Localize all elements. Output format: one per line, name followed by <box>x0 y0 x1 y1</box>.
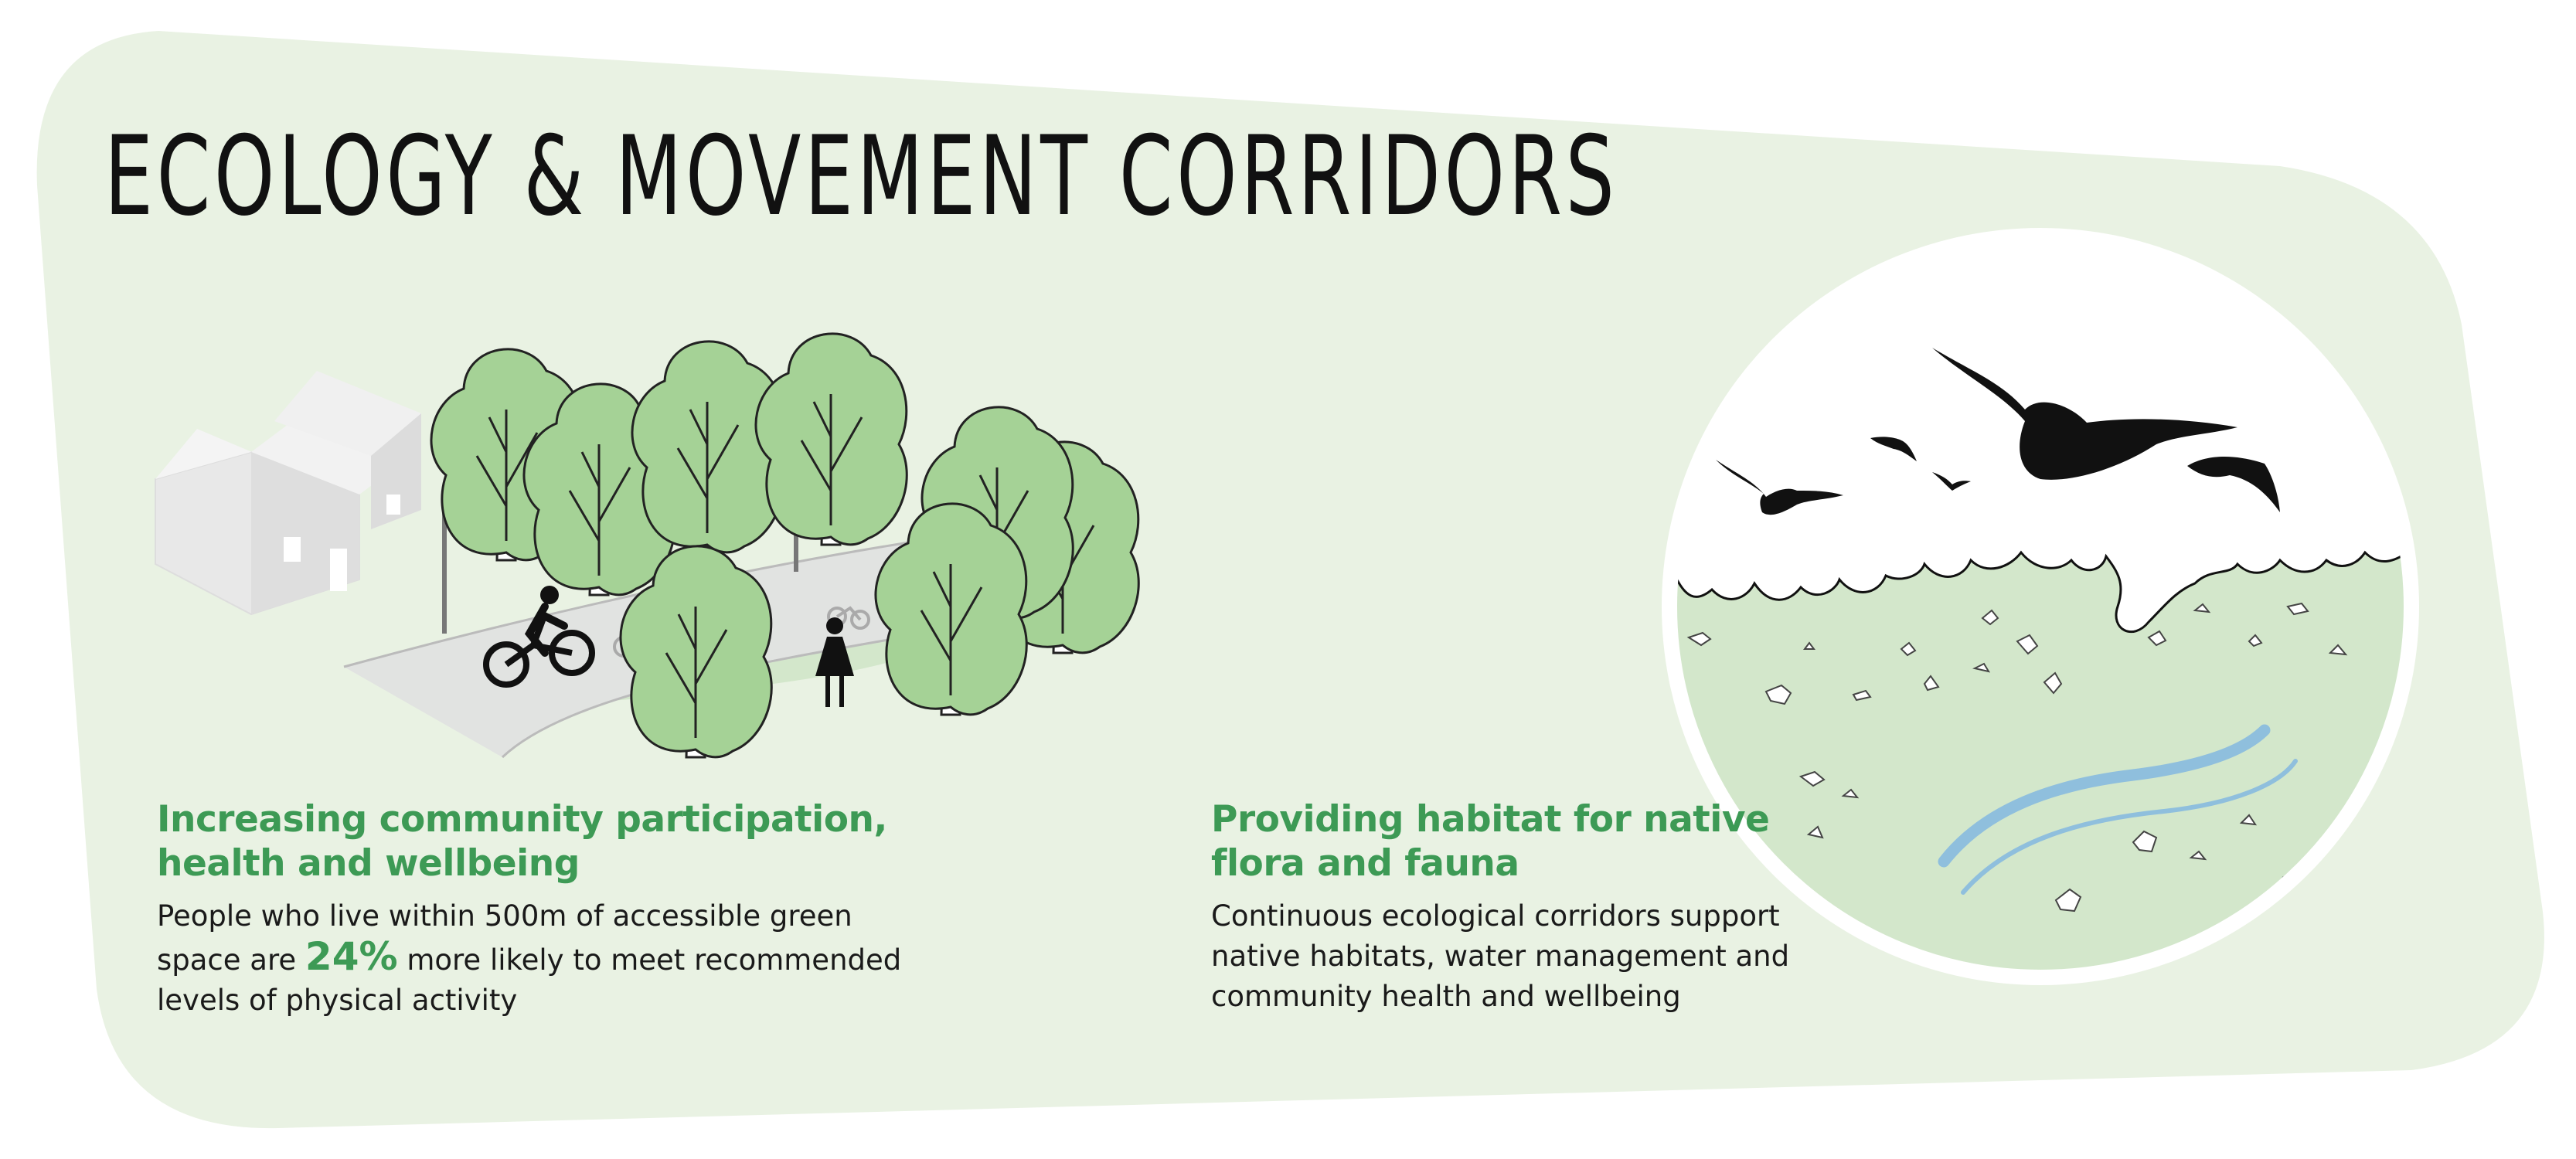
tree-icon <box>874 502 1028 716</box>
community-heading: Increasing community participation, heal… <box>157 798 887 885</box>
house-icon <box>155 417 406 616</box>
community-section: Increasing community participation, heal… <box>157 797 930 1021</box>
community-body: People who live within 500m of accessibl… <box>157 899 902 1017</box>
habitat-circle-illustration <box>1662 228 2419 985</box>
bird-icon <box>1870 437 1917 461</box>
habitat-section: Providing habitat for native flora and f… <box>1211 797 1829 1017</box>
cyclist-icon <box>483 586 595 688</box>
habitat-heading: Providing habitat for native flora and f… <box>1211 798 1770 885</box>
pedestrian-icon <box>815 617 854 707</box>
park-scene-illustration <box>155 332 1140 759</box>
page-title: ECOLOGY & MOVEMENT CORRIDORS <box>104 113 1618 240</box>
bird-icon <box>1932 472 1971 491</box>
bird-icon <box>2187 456 2280 512</box>
birds-group <box>1716 348 2280 515</box>
meadow-flowers <box>1686 602 2348 913</box>
creek-icon <box>1938 724 2271 868</box>
bird-icon <box>1932 348 2237 480</box>
stat-highlight: 24% <box>305 934 398 979</box>
habitat-body: Continuous ecological corridors support … <box>1211 899 1790 1013</box>
bird-icon <box>1716 460 1843 515</box>
tree-icon <box>754 332 908 546</box>
house-icon <box>274 371 421 529</box>
